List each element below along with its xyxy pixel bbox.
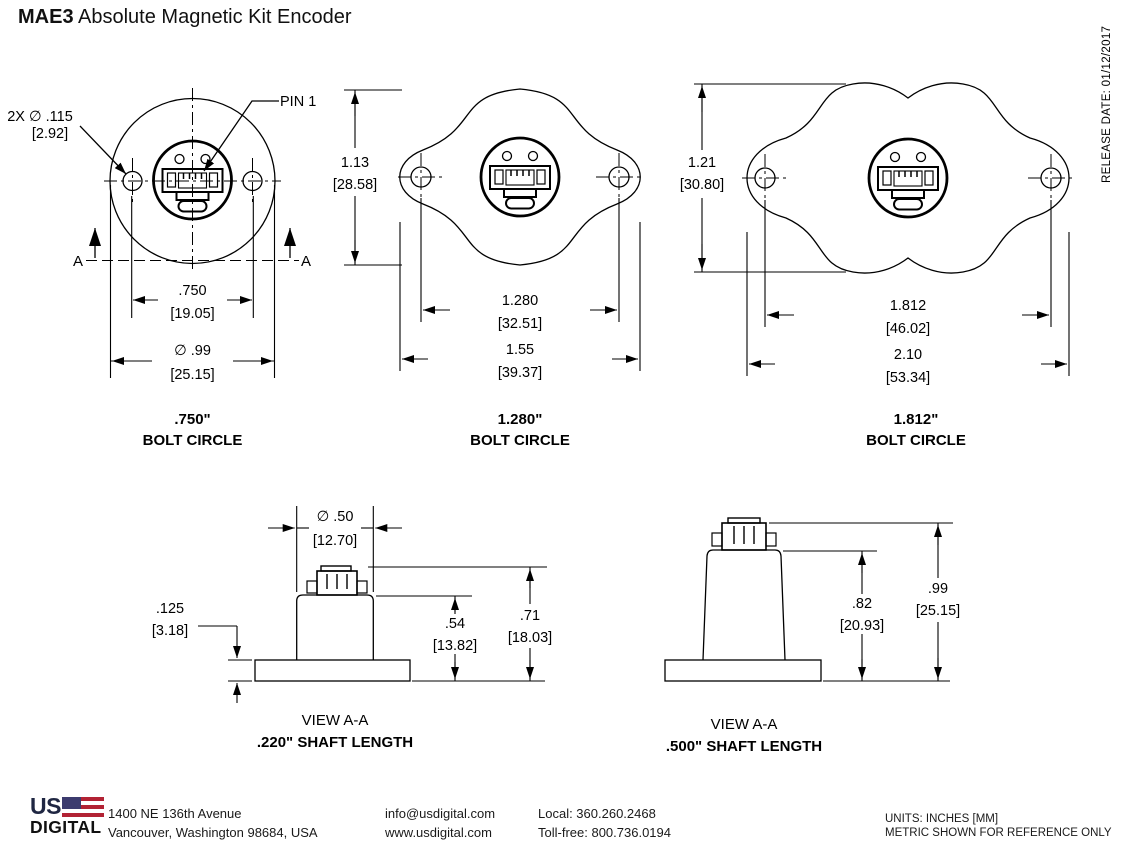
logo-us-text: US <box>30 793 61 819</box>
hole-callout-leader <box>79 125 127 175</box>
section-letter-right: A <box>301 253 311 270</box>
us-flag-icon <box>61 797 104 817</box>
dim-125-mm: [3.18] <box>152 623 188 639</box>
dim-54-mm: [13.82] <box>433 638 477 654</box>
base-plate <box>254 659 411 682</box>
dim-113-inches: 1.13 <box>341 155 369 171</box>
dim-125-inches: .125 <box>156 601 184 617</box>
caption-view-aa-500: VIEW A-A <box>711 716 778 733</box>
caption-view-aa-220: VIEW A-A <box>302 712 369 729</box>
units-line1: UNITS: INCHES [MM] <box>885 813 999 825</box>
caption-shaft-500: .500" SHAFT LENGTH <box>666 738 822 755</box>
dim-113-mm: [28.58] <box>333 177 377 193</box>
email-text: info@usdigital.com <box>385 806 496 821</box>
footer-phones: Local: 360.260.2468 Toll-free: 800.736.0… <box>538 804 671 842</box>
view-750-bolt-circle: 2X ∅ .115 [2.92] PIN 1 A A .750 [19.05] … <box>7 88 316 449</box>
footer-units-note: UNITS: INCHES [MM] METRIC SHOWN FOR REFE… <box>885 813 1112 840</box>
dim-210-mm: [53.34] <box>886 370 930 386</box>
dim-82-mm: [20.93] <box>840 618 884 634</box>
address-line2: Vancouver, Washington 98684, USA <box>108 825 318 840</box>
view-side-500-geometry <box>664 517 953 682</box>
encoder-body <box>702 549 786 661</box>
caption-750-line1: .750" <box>174 411 210 428</box>
hole-callout-inches: 2X ∅ .115 <box>7 109 73 125</box>
product-model: MAE3 <box>18 6 74 28</box>
logo-digital-text: DIGITAL <box>30 817 102 837</box>
view-1812-bolt-circle: 1.21 [30.80] 1.812 [46.02] 2.10 [53.34] … <box>680 82 1074 449</box>
caption-750-line2: BOLT CIRCLE <box>143 432 243 449</box>
dim-50dia-inches: ∅ .50 <box>317 509 354 525</box>
address-line1: 1400 NE 136th Avenue <box>108 806 242 821</box>
dim-99-inches: ∅ .99 <box>174 343 211 359</box>
view-1280-bolt-circle: 1.13 [28.58] 1.280 [32.51] 1.55 [39.37] … <box>333 88 642 449</box>
units-line2: METRIC SHOWN FOR REFERENCE ONLY <box>885 826 1112 839</box>
dim-82-inches: .82 <box>852 596 872 612</box>
dim-121-inches: 1.21 <box>688 155 716 171</box>
dim-50dia-mm: [12.70] <box>313 533 357 549</box>
dim-750-mm: [19.05] <box>170 306 214 322</box>
view-750-geometry <box>79 88 299 378</box>
footer-address: 1400 NE 136th Avenue Vancouver, Washingt… <box>108 804 318 842</box>
dim-210-inches: 2.10 <box>894 347 922 363</box>
view-1280-geometry <box>344 88 642 371</box>
caption-1280-line2: BOLT CIRCLE <box>470 432 570 449</box>
view-1812-geometry <box>694 82 1074 376</box>
footer-contact: info@usdigital.com www.usdigital.com <box>385 804 495 842</box>
website-text: www.usdigital.com <box>385 825 492 840</box>
view-side-220-geometry <box>198 506 547 703</box>
connector-hub <box>479 136 561 218</box>
dim-71-inches: .71 <box>520 608 540 624</box>
product-name: Absolute Magnetic Kit Encoder <box>73 6 352 28</box>
dim-99len-inches: .99 <box>928 581 948 597</box>
dim-1812-inches: 1.812 <box>890 298 926 314</box>
dim-1812-mm: [46.02] <box>886 321 930 337</box>
connector-hub <box>867 137 949 219</box>
pin1-label: PIN 1 <box>280 94 316 110</box>
encoder-body <box>296 594 374 660</box>
pin1-leader <box>203 100 279 172</box>
caption-1812-line2: BOLT CIRCLE <box>866 432 966 449</box>
dim-1280-mm: [32.51] <box>498 316 542 332</box>
dim-155-inches: 1.55 <box>506 342 534 358</box>
dim-121-mm: [30.80] <box>680 177 724 193</box>
technical-drawing: 2X ∅ .115 [2.92] PIN 1 A A .750 [19.05] … <box>7 82 1074 755</box>
dim-750-inches: .750 <box>178 283 206 299</box>
flange-outline <box>399 88 641 266</box>
section-letter-left: A <box>73 253 83 270</box>
dim-1280-inches: 1.280 <box>502 293 538 309</box>
flange-outline <box>746 82 1070 274</box>
usdigital-logo: US DIGITAL <box>30 793 140 837</box>
dim-54-inches: .54 <box>445 616 465 632</box>
dim-155-mm: [39.37] <box>498 365 542 381</box>
caption-shaft-220: .220" SHAFT LENGTH <box>257 734 413 751</box>
phone-tollfree: Toll-free: 800.736.0194 <box>538 825 671 840</box>
view-side-500: .82 [20.93] .99 [25.15] VIEW A-A .500" S… <box>664 517 960 755</box>
dim-99-mm: [25.15] <box>170 367 214 383</box>
base-plate <box>664 659 822 682</box>
dim-99len-mm: [25.15] <box>916 603 960 619</box>
caption-1812-line1: 1.812" <box>894 411 939 428</box>
phone-local: Local: 360.260.2468 <box>538 806 656 821</box>
view-side-220: ∅ .50 [12.70] .125 [3.18] .54 [13.82] .7… <box>152 506 552 751</box>
page-title: MAE3 Absolute Magnetic Kit Encoder <box>18 6 352 29</box>
hole-callout-mm: [2.92] <box>32 126 68 142</box>
dim-71-mm: [18.03] <box>508 630 552 646</box>
caption-1280-line1: 1.280" <box>498 411 543 428</box>
